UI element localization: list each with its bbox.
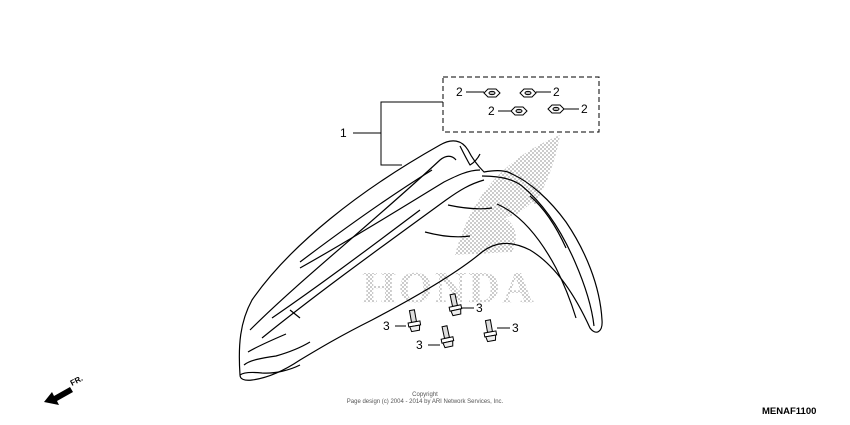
callout-2d-label: 2 (581, 102, 588, 116)
front-fender (238, 140, 603, 381)
callout-3c-label: 3 (512, 321, 519, 335)
bolt-icon (483, 319, 498, 343)
front-direction-indicator: FR. (44, 374, 84, 405)
clip-icon-group (483, 88, 565, 116)
honda-wordmark: HONDA (362, 263, 536, 312)
bolt-icon (440, 325, 455, 349)
arrow-icon (44, 387, 73, 405)
clip-icon (519, 88, 537, 98)
part-1-callout (353, 101, 443, 166)
clip-icon (483, 88, 501, 98)
bolt-icon (448, 293, 463, 317)
copyright-line-2: Page design (c) 2004 - 2014 by ARI Netwo… (347, 399, 504, 405)
callout-3a-label: 3 (476, 301, 483, 315)
diagram-code: MENAF1100 (762, 406, 816, 417)
honda-watermark: HONDA (362, 135, 560, 312)
callout-3d-label: 3 (416, 338, 423, 352)
callout-2a-label: 2 (456, 85, 463, 99)
kit-box (442, 76, 600, 133)
bolt-icon-group (407, 293, 498, 349)
callout-2b-label: 2 (553, 85, 560, 99)
bolt-icon (407, 309, 422, 333)
copyright-line-1: Copyright (412, 392, 438, 398)
part-2-leader-lines (466, 91, 579, 112)
clip-icon (510, 106, 528, 116)
callout-1-label: 1 (340, 126, 347, 140)
clip-icon (547, 104, 565, 114)
callout-2c-label: 2 (488, 104, 495, 118)
part-3-leader-lines (395, 307, 510, 346)
direction-label: FR. (69, 374, 85, 388)
callout-3b-label: 3 (383, 319, 390, 333)
